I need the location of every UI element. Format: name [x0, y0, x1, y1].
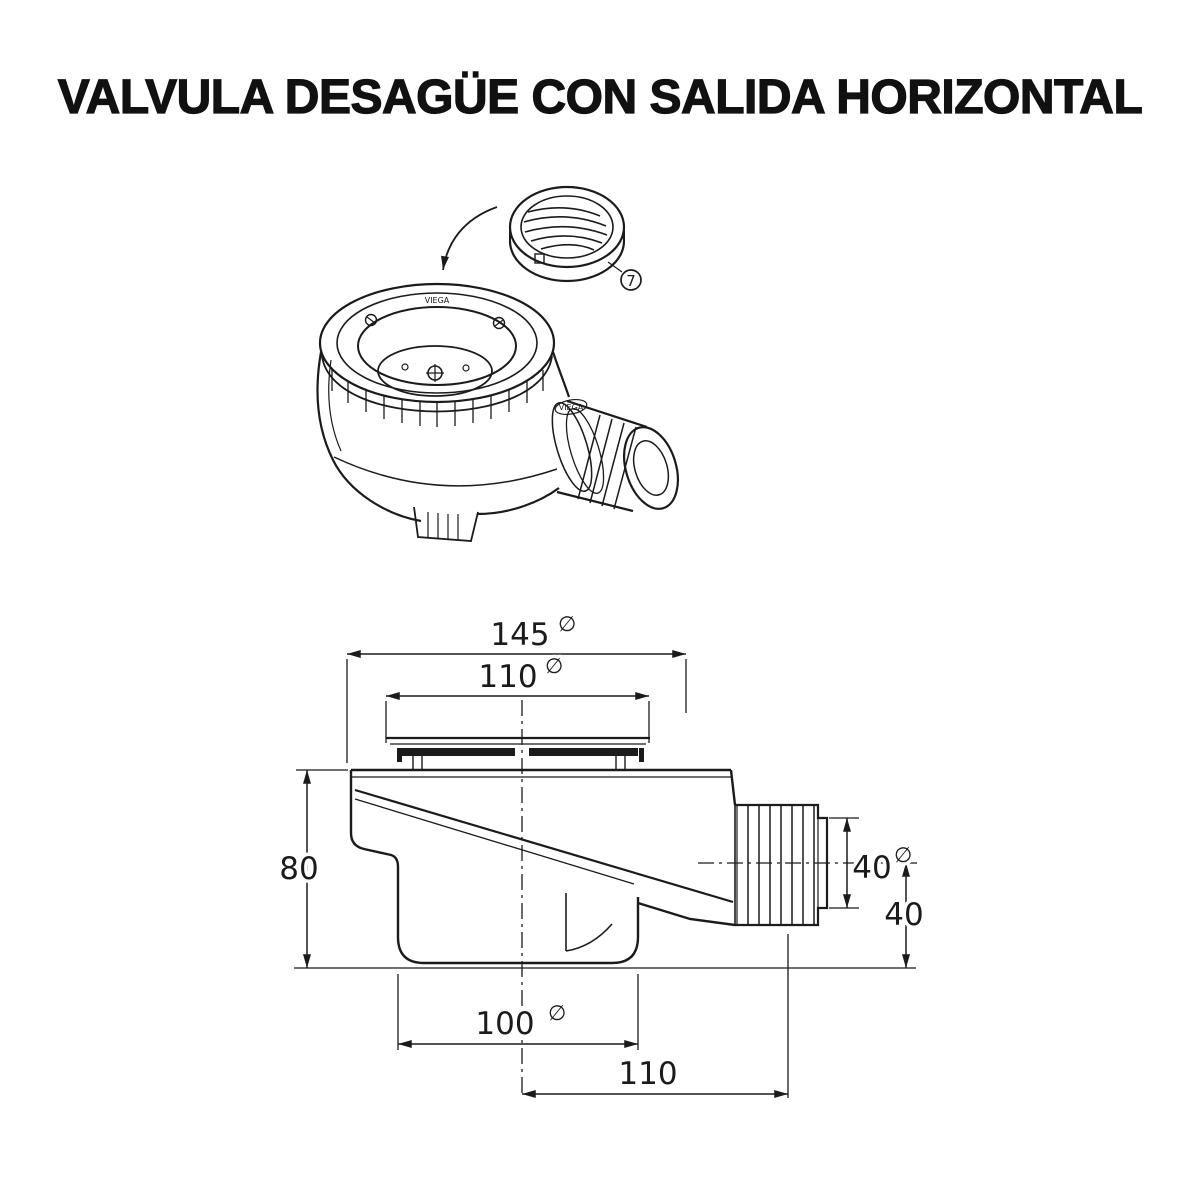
flange-plate: [386, 736, 650, 770]
trap-body-outline: [349, 768, 737, 965]
dim-110-bottom-label: 110: [618, 1056, 677, 1092]
dim-100-label: 100: [475, 1006, 534, 1042]
outlet-nut-3d: VIEGA: [551, 398, 679, 513]
brand-mark-top: VIEGA: [425, 296, 450, 305]
callout-7-label: 7: [626, 272, 636, 290]
exploded-view: 7 VIEGA: [316, 185, 679, 542]
dim-40-dia-symbol: ∅: [894, 843, 912, 867]
page-title: VALVULA DESAGÜE CON SALIDA HORIZONTAL: [57, 70, 1143, 124]
dim-80-label: 80: [279, 851, 318, 887]
dim-110-bottom: [522, 934, 789, 1098]
strainer-cap: [508, 185, 626, 283]
callout-7: 7: [620, 269, 642, 291]
dim-145: [346, 650, 687, 763]
dim-145-label: 145: [490, 617, 549, 653]
dim-110-top-dia-symbol: ∅: [545, 654, 563, 678]
dim-80: [296, 769, 348, 968]
valve-body-3d: VIEGA: [316, 282, 571, 542]
outlet-nut-section: [734, 803, 829, 927]
dimension-labels: 145 ∅ 110 ∅ 80 40 ∅ 40 100 ∅ 110: [276, 609, 927, 1096]
section-view: 145 ∅ 110 ∅ 80 40 ∅ 40 100 ∅ 110: [276, 609, 927, 1098]
dim-110-top: [385, 692, 650, 743]
dim-40-drop-label: 40: [884, 897, 923, 933]
dim-145-dia-symbol: ∅: [558, 612, 576, 636]
assembly-arrow: [441, 206, 498, 271]
dim-100-dia-symbol: ∅: [548, 1001, 566, 1025]
brand-mark-side: VIEGA: [559, 403, 584, 412]
dim-110-top-label: 110: [478, 659, 537, 695]
dim-100: [397, 974, 639, 1050]
dim-40-dia: [829, 817, 859, 909]
dim-40-dia-label: 40: [852, 850, 891, 886]
